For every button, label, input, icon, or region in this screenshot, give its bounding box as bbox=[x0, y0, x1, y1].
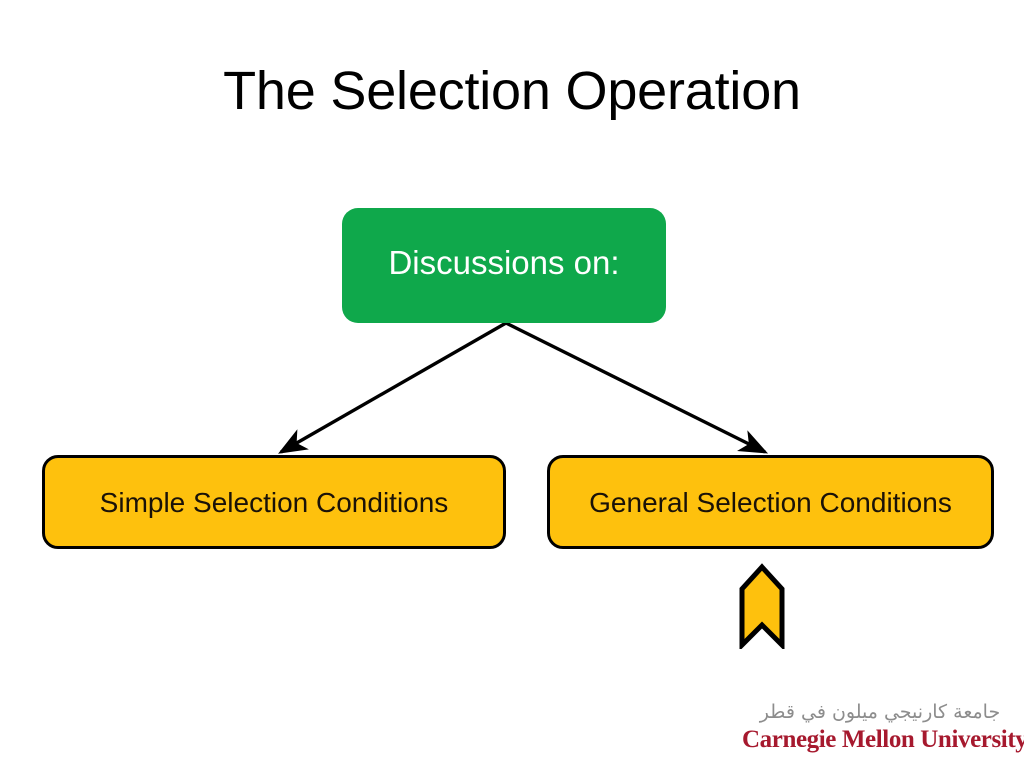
diagram-node-general-selection-conditions[interactable]: General Selection Conditions bbox=[547, 455, 994, 549]
logo-wordmark: Carnegie Mellon University Qatar bbox=[742, 726, 1024, 754]
page-title: The Selection Operation bbox=[223, 61, 801, 121]
connector-right bbox=[505, 321, 769, 454]
diagram-node-general-selection-conditions-label: General Selection Conditions bbox=[589, 486, 952, 518]
connector-left bbox=[278, 321, 507, 454]
logo-primary-text: Carnegie Mellon University bbox=[742, 726, 1024, 753]
diagram-node-simple-selection-conditions[interactable]: Simple Selection Conditions bbox=[42, 455, 506, 549]
cmu-qatar-logo: جامعة كارنيجي ميلون في قطر Carnegie Mell… bbox=[742, 700, 1024, 754]
diagram-node-simple-selection-conditions-label: Simple Selection Conditions bbox=[99, 486, 449, 518]
diagram-node-root-label: Discussions on: bbox=[388, 243, 620, 281]
up-arrow-ribbon-icon bbox=[739, 563, 785, 649]
diagram-node-root[interactable]: Discussions on: bbox=[342, 208, 666, 323]
logo-arabic-text: جامعة كارنيجي ميلون في قطر bbox=[759, 701, 1001, 723]
